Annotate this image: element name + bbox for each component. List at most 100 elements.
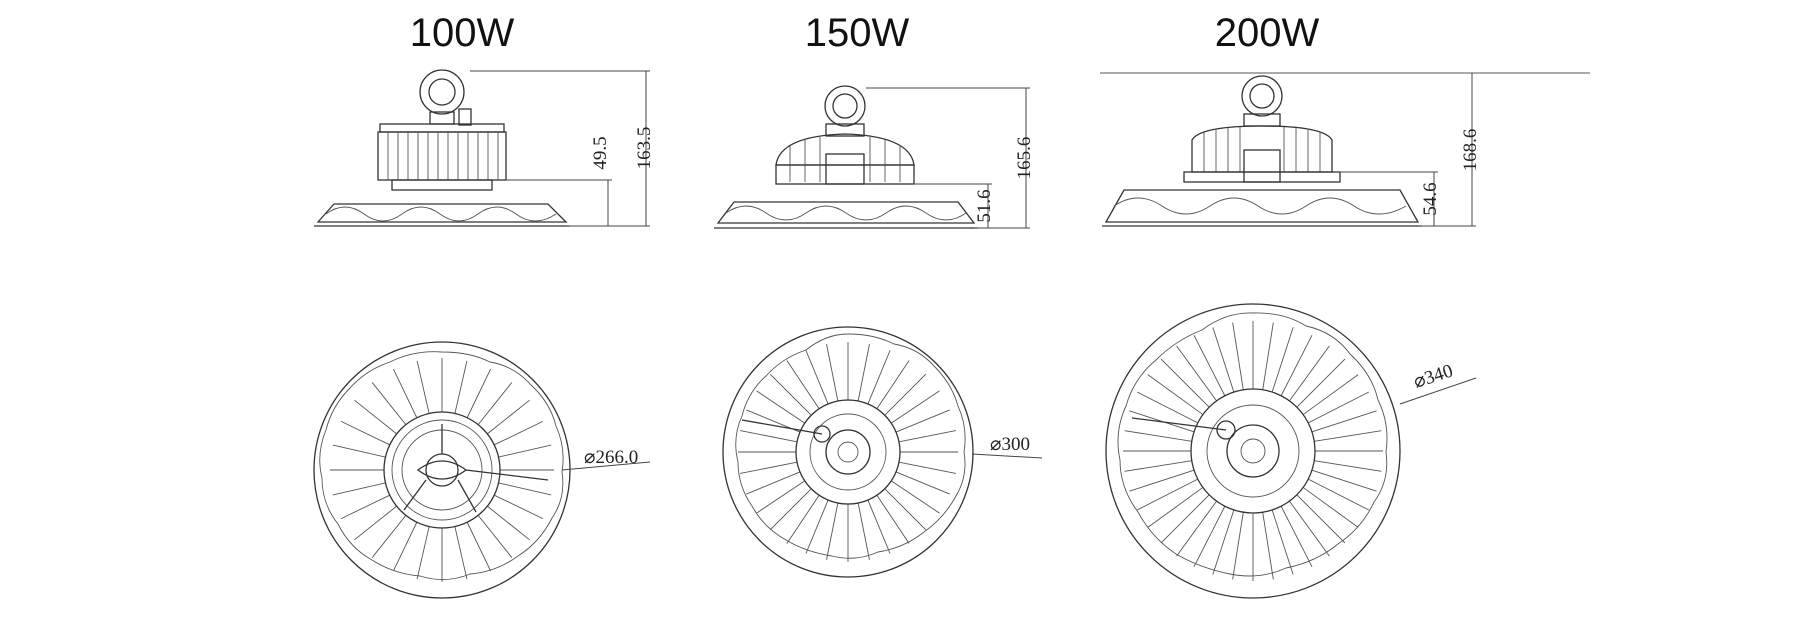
heatsink-fin — [371, 382, 407, 425]
heatsink-fin — [1262, 512, 1274, 580]
heatsink-fin — [1308, 391, 1370, 424]
heatsink-fin — [786, 360, 820, 410]
heatsink-fin — [494, 420, 544, 446]
heatsink-fin — [1136, 391, 1198, 424]
heatsink-fin — [857, 502, 870, 560]
heatsink-fin — [1296, 358, 1346, 408]
heatsink-fin — [477, 382, 513, 425]
heatsink-fin — [1193, 506, 1226, 568]
heatsink-fin — [332, 444, 386, 458]
heatsink-fin — [867, 350, 891, 405]
heatsink-fin — [1147, 374, 1204, 415]
top-view-150w — [722, 326, 1043, 578]
heatsink-fin — [1280, 334, 1313, 396]
heatsink-fin — [454, 526, 468, 580]
dim-100w-base-height: 49.5 — [590, 136, 611, 169]
heatsink-fin — [867, 499, 891, 554]
heatsink-fin — [826, 502, 839, 560]
heatsink-fin — [1271, 509, 1294, 575]
heatsink-fin — [740, 461, 798, 474]
side-view-100w — [314, 69, 650, 227]
heatsink-fin — [1147, 487, 1204, 528]
heatsink-fin — [498, 482, 552, 496]
heatsink-fin — [884, 488, 927, 531]
heatsink-fin — [1280, 506, 1313, 568]
heatsink-fin — [890, 480, 940, 514]
heatsink-fin — [805, 499, 829, 554]
heatsink-fin — [769, 488, 812, 531]
heatsink-fin — [340, 420, 390, 446]
heatsink-fin — [477, 515, 513, 558]
heatsink-fin — [1314, 430, 1382, 442]
heatsink-fin — [890, 390, 940, 424]
heatsink-fin — [494, 494, 544, 520]
side-view-200w — [1100, 72, 1590, 227]
dim-200w-diameter: ⌀340 — [1411, 360, 1455, 392]
heatsink-fin — [371, 515, 407, 558]
heatsink-fin — [354, 505, 397, 541]
heatsink-fin — [466, 368, 492, 418]
heatsink-fin — [895, 471, 950, 495]
dim-200w-base-height: 54.6 — [1420, 182, 1441, 215]
heatsink-fin — [756, 480, 806, 514]
heatsink-fin — [1232, 512, 1244, 580]
dim-150w-base-height: 51.6 — [974, 189, 995, 222]
heatsink-fin — [884, 373, 927, 416]
dim-100w-total-height: 163.5 — [634, 127, 655, 170]
heatsink-fin — [1302, 374, 1359, 415]
heatsink-fin — [1271, 327, 1294, 393]
heatsink-fin — [1302, 487, 1359, 528]
heatsink-fin — [1124, 460, 1192, 472]
heatsink-fin — [1289, 500, 1330, 557]
heatsink-fin — [1296, 494, 1346, 544]
dim-150w-diameter: ⌀300 — [990, 434, 1030, 455]
dim-150w-total-height: 165.6 — [1014, 137, 1035, 180]
heatsink-fin — [340, 494, 390, 520]
heatsink-fin — [756, 390, 806, 424]
heatsink-fin — [1136, 478, 1198, 511]
heatsink-fin — [769, 373, 812, 416]
heatsink-fin — [498, 444, 552, 458]
heatsink-fin — [876, 360, 910, 410]
heatsink-fin — [1212, 509, 1235, 575]
heatsink-fin — [746, 471, 801, 495]
heatsink-fin — [876, 494, 910, 544]
heatsink-fin — [898, 430, 956, 443]
dim-100w-diameter: ⌀266.0 — [584, 447, 638, 468]
heatsink-fin — [1176, 500, 1217, 557]
heatsink-fin — [786, 494, 820, 544]
heatsink-fin — [466, 522, 492, 572]
heatsink-fin — [1212, 327, 1235, 393]
heatsink-fin — [392, 522, 418, 572]
title-200w: 200W — [1215, 11, 1320, 55]
heatsink-fin — [487, 505, 530, 541]
heatsink-fin — [354, 399, 397, 435]
title-100w: 100W — [410, 11, 515, 55]
heatsink-fin — [895, 409, 950, 433]
heatsink-fin — [1232, 322, 1244, 390]
heatsink-fin — [1124, 430, 1192, 442]
heatsink-fin — [898, 461, 956, 474]
heatsink-fin — [1262, 322, 1274, 390]
heatsink-fin — [857, 344, 870, 402]
heatsink-fin — [1160, 494, 1210, 544]
heatsink-fin — [1289, 345, 1330, 402]
heatsink-fin — [826, 344, 839, 402]
heatsink-fin — [740, 430, 798, 443]
heatsink-fin — [416, 360, 430, 414]
top-view-200w — [1105, 303, 1477, 599]
heatsink-fin — [392, 368, 418, 418]
heatsink-fin — [1176, 345, 1217, 402]
heatsink-fin — [805, 350, 829, 405]
heatsink-fin — [332, 482, 386, 496]
heatsink-fin — [1311, 410, 1377, 433]
title-150w: 150W — [805, 11, 910, 55]
heatsink-fin — [1160, 358, 1210, 408]
side-view-150w — [714, 85, 1030, 229]
heatsink-fin — [487, 399, 530, 435]
heatsink-fin — [1129, 469, 1195, 492]
heatsink-fin — [454, 360, 468, 414]
heatsink-fin — [1308, 478, 1370, 511]
heatsink-fin — [1311, 469, 1377, 492]
